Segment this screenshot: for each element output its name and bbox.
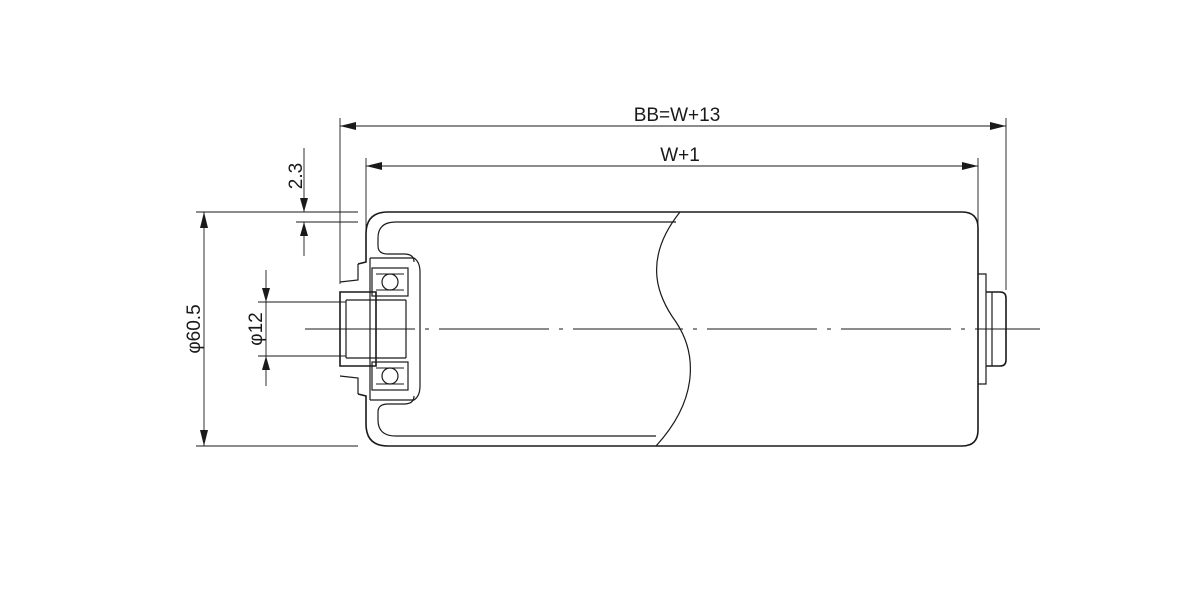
dim-shaft-diameter-label: φ12 — [246, 312, 267, 345]
dim-outer-diameter: φ60.5 — [184, 212, 208, 446]
dim-overall-length: BB=W+13 — [340, 105, 1006, 130]
dim-tube-length: W+1 — [366, 145, 978, 170]
shaft-left — [339, 291, 407, 367]
roller-tube — [388, 211, 979, 447]
dim-wall-thickness-label: 2.3 — [286, 163, 307, 189]
bearing-top — [371, 267, 409, 297]
dim-outer-diameter-label: φ60.5 — [184, 304, 205, 353]
dim-overall-length-label: BB=W+13 — [634, 105, 721, 126]
dim-tube-length-label: W+1 — [660, 145, 700, 166]
shaft-right — [978, 273, 1007, 385]
extension-lines — [196, 118, 1007, 447]
dim-wall-thickness: 2.3 — [286, 148, 308, 256]
bearing-bottom — [371, 361, 409, 391]
dim-shaft-diameter: φ12 — [246, 270, 270, 386]
end-cap-left — [339, 211, 421, 447]
